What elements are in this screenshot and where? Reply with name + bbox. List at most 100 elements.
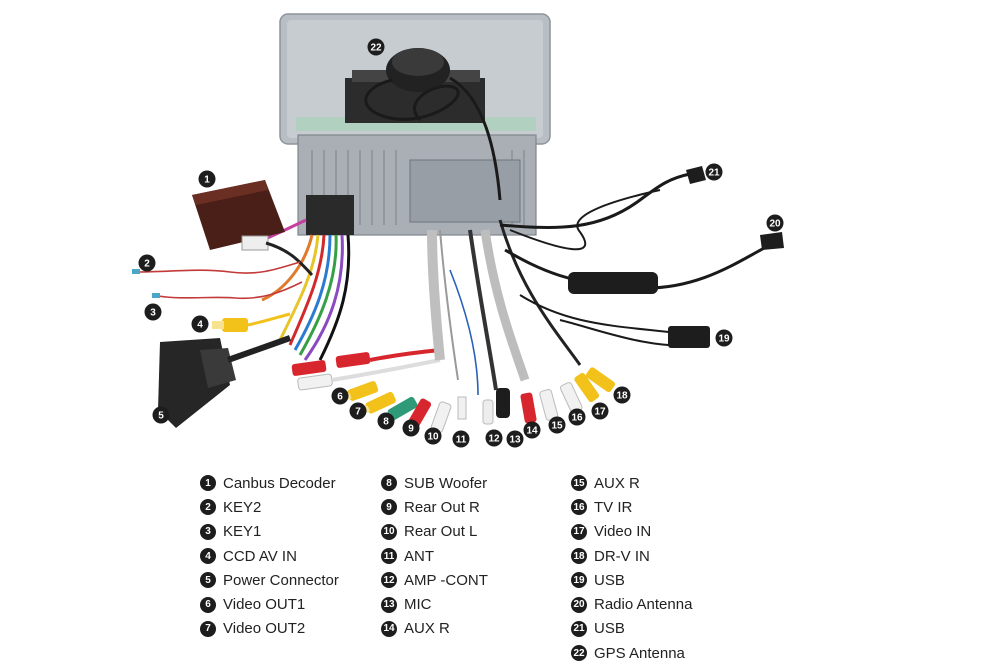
legend-item-5: 5 Power Connector [200,568,400,592]
svg-text:5: 5 [158,411,164,422]
legend-number: 15 [571,475,587,492]
legend-label: AMP -CONT [404,571,488,589]
callout-badge-1: 1 [198,170,216,188]
canbus-decoder-box [192,180,314,277]
callout-badge-19: 19 [715,329,733,347]
legend-label: DR-V IN [594,547,650,565]
legend-number: 13 [381,596,397,613]
svg-text:16: 16 [571,413,583,424]
legend-label: Video OUT2 [223,620,306,638]
callout-badge-22: 22 [367,38,385,56]
legend-item-14: 14 AUX R [381,617,581,641]
callout-badge-8: 8 [377,412,395,430]
legend-item-4: 4 CCD AV IN [200,544,400,568]
legend-number: 19 [571,572,587,589]
legend-item-21: 21 USB [571,617,771,641]
legend-number: 12 [381,572,397,589]
legend-label: MIC [404,596,432,614]
callout-badge-4: 4 [191,315,209,333]
legend-number: 5 [200,572,216,589]
callout-badge-14: 14 [523,421,541,439]
callout-badge-5: 5 [152,406,170,424]
gps-antenna [364,48,502,201]
legend-item-22: 22 GPS Antenna [571,641,771,665]
svg-text:6: 6 [337,392,343,403]
legend-number: 10 [381,523,397,540]
legend-item-12: 12 AMP -CONT [381,568,581,592]
callout-badge-17: 17 [591,402,609,420]
legend-label: CCD AV IN [223,547,297,565]
svg-text:4: 4 [197,320,203,331]
svg-text:13: 13 [509,435,521,446]
callout-badge-21: 21 [705,163,723,181]
legend-label: USB [594,620,625,638]
svg-text:18: 18 [616,391,628,402]
legend-number: 11 [381,548,397,565]
svg-text:15: 15 [551,421,563,432]
svg-text:9: 9 [408,424,414,435]
svg-text:22: 22 [370,43,382,54]
legend-number: 8 [381,475,397,492]
svg-text:3: 3 [150,308,156,319]
callout-badge-9: 9 [402,419,420,437]
svg-text:14: 14 [526,426,538,437]
legend-item-15: 15 AUX R [571,471,771,495]
legend-label: Radio Antenna [594,596,693,614]
callout-badge-15: 15 [548,416,566,434]
legend-number: 17 [571,523,587,540]
svg-text:1: 1 [204,175,210,186]
legend-number: 9 [381,499,397,516]
legend-label: KEY1 [223,523,262,541]
ccd-av-in-cable [212,312,291,332]
callout-badge-11: 11 [452,430,470,448]
legend-number: 21 [571,620,587,637]
callout-badge-6: 6 [331,387,349,405]
legend-label: Power Connector [223,571,339,589]
main-harness-connector [249,195,354,361]
svg-text:2: 2 [144,259,150,270]
legend-label: Video IN [594,523,652,541]
svg-text:8: 8 [383,417,389,428]
legend-item-11: 11 ANT [381,544,581,568]
callout-badge-16: 16 [568,408,586,426]
svg-text:11: 11 [456,435,467,446]
legend-number: 16 [571,499,587,516]
callout-badge-7: 7 [349,402,367,420]
callout-badge-10: 10 [424,427,442,445]
key-wires [132,261,303,300]
legend-number: 4 [200,548,216,565]
legend-number: 2 [200,499,216,516]
legend-number: 20 [571,596,587,613]
center-cable-bundle [427,219,582,396]
callout-badge-13: 13 [506,430,524,448]
legend-number: 22 [571,645,587,662]
legend-label: GPS Antenna [594,644,685,662]
legend-label: AUX R [594,474,640,492]
svg-text:7: 7 [355,407,361,418]
legend-number: 6 [200,596,216,613]
legend-item-17: 17 Video IN [571,520,771,544]
svg-text:10: 10 [427,432,439,443]
video-out-pairs [291,348,441,391]
callout-badge-3: 3 [144,303,162,321]
callout-badge-2: 2 [138,254,156,272]
legend-item-20: 20 Radio Antenna [571,592,771,616]
legend-number: 14 [381,620,397,637]
svg-text:12: 12 [488,434,500,445]
power-connector [158,335,291,428]
svg-text:19: 19 [718,334,730,345]
callout-badge-12: 12 [485,429,503,447]
legend-label: AUX R [404,620,450,638]
legend-label: ANT [404,547,434,565]
legend-label: Canbus Decoder [223,474,336,492]
